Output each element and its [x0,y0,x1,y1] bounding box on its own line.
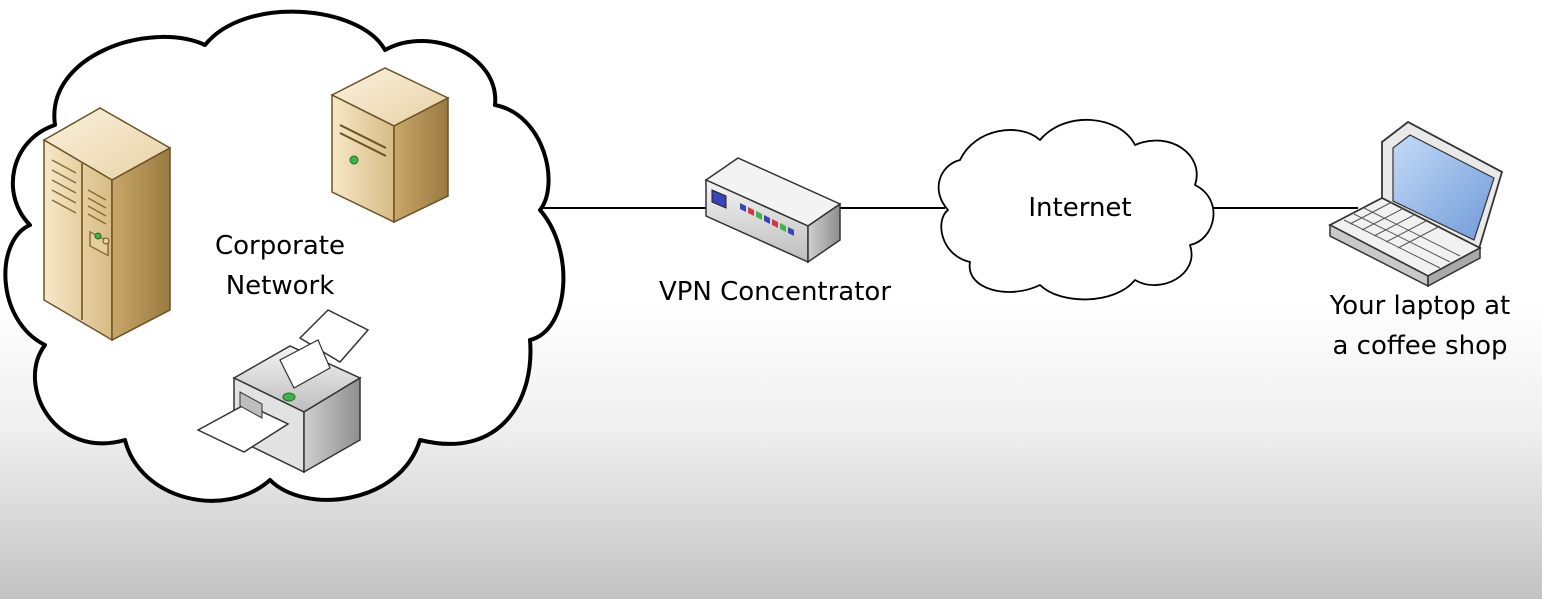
vpn-concentrator-label: VPN Concentrator [658,277,892,307]
server-tower-icon [42,107,172,342]
printer-icon [196,309,370,474]
internet-cloud [937,119,1215,301]
corporate-network-label: Corporate Network [195,226,365,306]
corporate-network-label-line1: Corporate [215,231,345,261]
laptop-label: Your laptop at a coffee shop [1300,286,1540,366]
corporate-network-label-line2: Network [225,271,335,301]
internet-label: Internet [1028,193,1132,223]
laptop-icon [1328,120,1504,288]
laptop-label-line2: a coffee shop [1332,331,1508,361]
server-icon [330,67,450,224]
vpn-concentrator-icon [704,157,842,264]
laptop-label-line1: Your laptop at [1329,291,1511,321]
